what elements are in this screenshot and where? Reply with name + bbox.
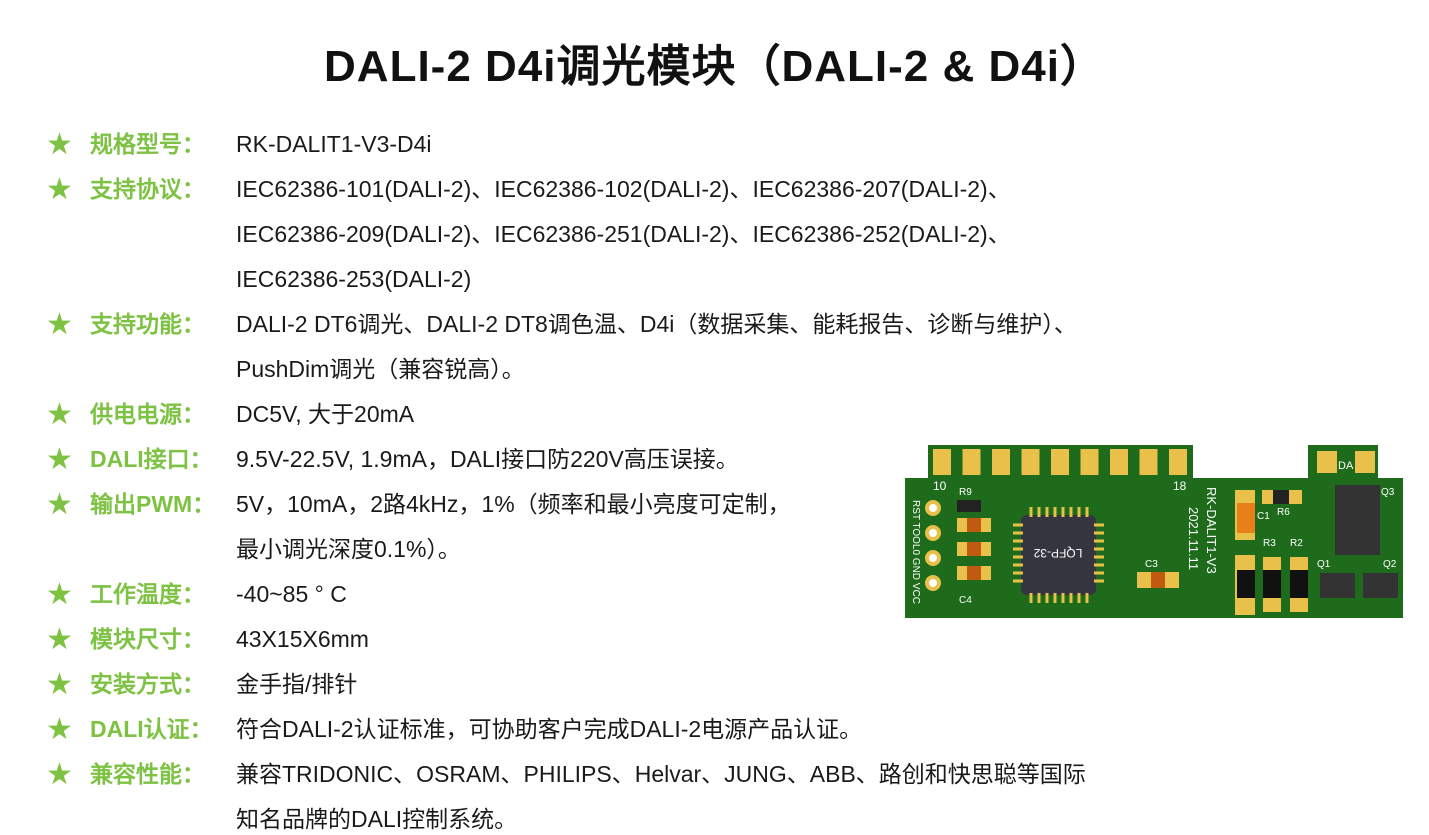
spec-value-line: 43X15X6mm bbox=[236, 626, 369, 652]
spec-value: DALI-2 DT6调光、DALI-2 DT8调色温、D4i（数据采集、能耗报告… bbox=[236, 302, 1077, 392]
spec-value: 金手指/排针 bbox=[236, 662, 357, 707]
pin-hole bbox=[925, 525, 941, 541]
spec-value-line: 兼容TRIDONIC、OSRAM、PHILIPS、Helvar、JUNG、ABB… bbox=[236, 761, 1086, 787]
spec-value-line: 5V，10mA，2路4kHz，1%（频率和最小亮度可定制， bbox=[236, 491, 791, 517]
chip-label: LQFP-32 bbox=[1033, 546, 1082, 560]
spec-value-line: IEC62386-209(DALI-2)、IEC62386-251(DALI-2… bbox=[236, 221, 1011, 247]
gold-finger bbox=[1169, 449, 1187, 475]
spec-value: 9.5V-22.5V, 1.9mA，DALI接口防220V高压误接。 bbox=[236, 437, 739, 482]
star-icon: ★ bbox=[46, 758, 73, 791]
gold-finger bbox=[1139, 449, 1158, 475]
spec-value: -40~85 ° C bbox=[236, 572, 347, 617]
pcb-part-label: Q2 bbox=[1383, 559, 1397, 570]
pcb-pin-labels: RST TOOL0 GND VCC bbox=[910, 500, 921, 604]
gold-finger bbox=[1080, 449, 1099, 475]
spec-label: 支持功能： bbox=[90, 311, 205, 337]
pcb-part-label: C1 bbox=[1257, 511, 1270, 522]
pcb-module-image: DA 10 18 LQFP-32 RST TOOL0 GND VCC RK-DA… bbox=[905, 445, 1403, 618]
pcb-part-label: Q3 bbox=[1381, 487, 1395, 498]
pin-hole bbox=[925, 575, 941, 591]
spec-value-line: DALI-2 DT6调光、DALI-2 DT8调色温、D4i（数据采集、能耗报告… bbox=[236, 311, 1077, 337]
star-icon: ★ bbox=[46, 668, 73, 701]
spec-value: IEC62386-101(DALI-2)、IEC62386-102(DALI-2… bbox=[236, 167, 1011, 302]
gold-finger bbox=[1021, 449, 1040, 475]
pcb-part-label: C4 bbox=[959, 595, 972, 606]
pcb-part-label: R2 bbox=[1290, 538, 1303, 549]
page-title: DALI-2 D4i调光模块（DALI-2 & D4i） bbox=[324, 42, 1105, 91]
pcb-label-dali: DA bbox=[1338, 460, 1354, 472]
gold-finger bbox=[992, 449, 1010, 475]
spec-label: 供电电源： bbox=[90, 401, 205, 427]
pcb-part-label: R3 bbox=[1263, 538, 1276, 549]
spec-label: 输出PWM： bbox=[90, 491, 216, 517]
spec-value: DC5V, 大于20mA bbox=[236, 392, 414, 437]
spec-value-line: IEC62386-253(DALI-2) bbox=[236, 266, 472, 292]
pcb-part-label: R6 bbox=[1277, 507, 1290, 518]
gold-finger bbox=[1110, 449, 1128, 475]
pin-hole bbox=[925, 500, 941, 516]
star-icon: ★ bbox=[46, 578, 73, 611]
pcb-board-name: RK-DALIT1-V3 bbox=[1204, 487, 1219, 574]
spec-label: DALI接口： bbox=[90, 446, 213, 472]
spec-value: 符合DALI-2认证标准，可协助客户完成DALI-2电源产品认证。 bbox=[236, 707, 862, 752]
pin-hole bbox=[925, 550, 941, 566]
pcb-part-label: R9 bbox=[959, 487, 972, 498]
star-icon: ★ bbox=[46, 128, 73, 161]
spec-value-line: 知名品牌的DALI控制系统。 bbox=[236, 806, 518, 832]
star-icon: ★ bbox=[46, 488, 73, 521]
pcb-part-label: C3 bbox=[1145, 559, 1158, 570]
spec-value-line: DC5V, 大于20mA bbox=[236, 401, 415, 427]
pcb-pin-end: 18 bbox=[1173, 479, 1187, 493]
gold-finger bbox=[962, 449, 981, 475]
star-icon: ★ bbox=[46, 623, 73, 656]
spec-label: 安装方式： bbox=[90, 671, 205, 697]
mcu-chip bbox=[1021, 515, 1096, 595]
spec-value-line: PushDim调光（兼容锐高）。 bbox=[236, 356, 525, 382]
pcb-pin-start: 10 bbox=[933, 479, 947, 493]
spec-value-line: 符合DALI-2认证标准，可协助客户完成DALI-2电源产品认证。 bbox=[236, 716, 863, 742]
spec-label: 工作温度： bbox=[90, 581, 205, 607]
star-icon: ★ bbox=[46, 713, 73, 746]
spec-label: 兼容性能： bbox=[90, 761, 205, 787]
spec-label: 规格型号： bbox=[90, 131, 205, 157]
spec-value: 43X15X6mm bbox=[236, 617, 369, 662]
star-icon: ★ bbox=[46, 443, 73, 476]
star-icon: ★ bbox=[46, 308, 73, 341]
star-icon: ★ bbox=[46, 173, 73, 206]
spec-label: 模块尺寸： bbox=[90, 626, 205, 652]
spec-value-line: RK-DALIT1-V3-D4i bbox=[236, 131, 432, 157]
gold-finger bbox=[1051, 449, 1069, 475]
spec-label: 支持协议： bbox=[90, 176, 205, 202]
spec-value-line: 最小调光深度0.1%）。 bbox=[236, 536, 461, 562]
spec-value-line: 9.5V-22.5V, 1.9mA，DALI接口防220V高压误接。 bbox=[236, 446, 739, 472]
star-icon: ★ bbox=[46, 398, 73, 431]
spec-value: 5V，10mA，2路4kHz，1%（频率和最小亮度可定制， 最小调光深度0.1%）… bbox=[236, 482, 791, 572]
spec-value: RK-DALIT1-V3-D4i bbox=[236, 122, 432, 167]
spec-value: 兼容TRIDONIC、OSRAM、PHILIPS、Helvar、JUNG、ABB… bbox=[236, 752, 1086, 835]
spec-value-line: -40~85 ° C bbox=[236, 581, 347, 607]
gold-fingers bbox=[933, 449, 1187, 475]
pcb-part-label: Q1 bbox=[1317, 559, 1331, 570]
spec-value-line: 金手指/排针 bbox=[236, 671, 358, 697]
spec-label: DALI认证： bbox=[90, 716, 213, 742]
spec-value-line: IEC62386-101(DALI-2)、IEC62386-102(DALI-2… bbox=[236, 176, 1011, 202]
gold-finger bbox=[933, 449, 951, 475]
pcb-board-date: 2021.11.11 bbox=[1186, 507, 1201, 570]
